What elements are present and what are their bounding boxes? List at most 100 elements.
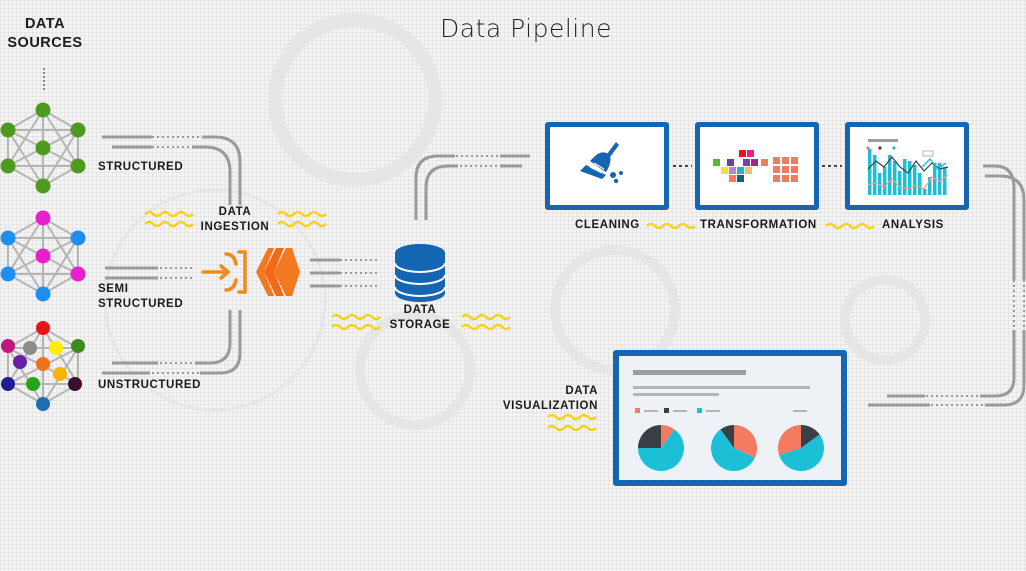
network-icon-0 [0,102,86,194]
legend-text [793,410,807,412]
network-node [36,357,50,371]
wave [331,323,381,331]
wave [144,210,194,218]
pixel-block [791,175,798,182]
network-node [0,122,16,138]
chart-bar [903,159,907,195]
chart-bar [888,155,892,195]
pixel-block [727,159,734,166]
network-node [70,230,86,246]
pie-slice [801,425,820,448]
network-edge [42,129,79,187]
label-line: DATA [565,385,598,397]
legend-dot [892,146,896,150]
pie-slice [734,425,757,458]
page-title: Data Pipeline [440,14,612,43]
cleaning-panel [545,122,669,210]
pixel-block [782,166,789,173]
chart-bar [868,149,872,195]
chart-tooltip [922,150,934,157]
chart-bar [908,161,912,195]
network-node [26,377,40,391]
chart-bar [893,161,897,195]
pixel-block [791,157,798,164]
ingestion-chevrons [256,248,300,296]
network-edge [42,237,79,295]
transformation-label: TRANSFORMATION [700,219,817,231]
pipe-analysis-visualization [868,164,1026,407]
wave [646,222,696,230]
bar-line-chart-icon [866,139,949,195]
chart-line [921,157,947,170]
chart-bar [913,165,917,195]
merge-arrows-icon [201,250,247,294]
pipe-unstructured [102,310,242,375]
chart-bar [928,177,932,195]
network-node [35,178,51,194]
cleaning-label: CLEANING [575,219,640,231]
network-node [1,339,15,353]
pipe-structured [102,135,242,205]
source-label-semi-structured: SEMI STRUCTURED [98,282,183,312]
database-icon [394,244,446,302]
pixel-block [773,175,780,182]
network-node [0,266,16,282]
pixel-block [791,166,798,173]
network-node [53,367,67,381]
network-node [36,397,50,411]
pie-slice [638,425,661,448]
pixel-block [721,167,728,174]
wave [461,323,511,331]
heading-line: SOURCES [7,35,83,51]
pie-slice [778,425,801,456]
wave-decorations [144,210,875,432]
pixel-block [737,167,744,174]
legend-text [644,410,658,412]
pipe-ingestion-storage [310,258,380,288]
pixel-block [761,159,768,166]
network-node [13,355,27,369]
wave [277,210,327,218]
network-node [23,341,37,355]
pixel-block [729,175,736,182]
wave [547,424,597,432]
transformation-panel [695,122,819,210]
network-icon-1 [0,210,86,302]
chart-bar [943,167,947,195]
network-icon-2 [1,321,85,411]
pie-slice [720,425,734,448]
dashboard-text-line [633,386,810,389]
pie-slice [779,434,824,472]
legend-text [673,410,687,412]
pipe-semi-structured [105,266,195,280]
chart-line [867,174,949,190]
pie-chart [638,425,684,471]
network-node [70,122,86,138]
pixel-blocks-icon [713,150,798,182]
pixel-block [743,159,750,166]
label-line: VISUALIZATION [502,400,598,412]
network-node [35,140,51,156]
wave [331,313,381,321]
legend-text [706,410,720,412]
chart-bar [938,163,942,195]
chart-title-bar [868,139,898,142]
network-node [35,102,51,118]
chart-bar [883,167,887,195]
label-line: DATA [218,206,252,218]
network-node [70,158,86,174]
label-line: DATA [403,304,437,316]
pie-chart [778,425,824,472]
heading-line: DATA [24,16,66,32]
network-node [49,341,63,355]
pixel-block [782,157,789,164]
legend-swatch [697,408,702,413]
pie-chart [711,425,757,471]
dashboard-text-line [633,393,719,396]
label-line: STORAGE [389,319,451,331]
network-node [36,321,50,335]
network-node [0,158,16,174]
analysis-label: ANALYSIS [882,219,944,231]
wave [825,222,875,230]
source-label-unstructured: UNSTRUCTURED [98,379,202,391]
